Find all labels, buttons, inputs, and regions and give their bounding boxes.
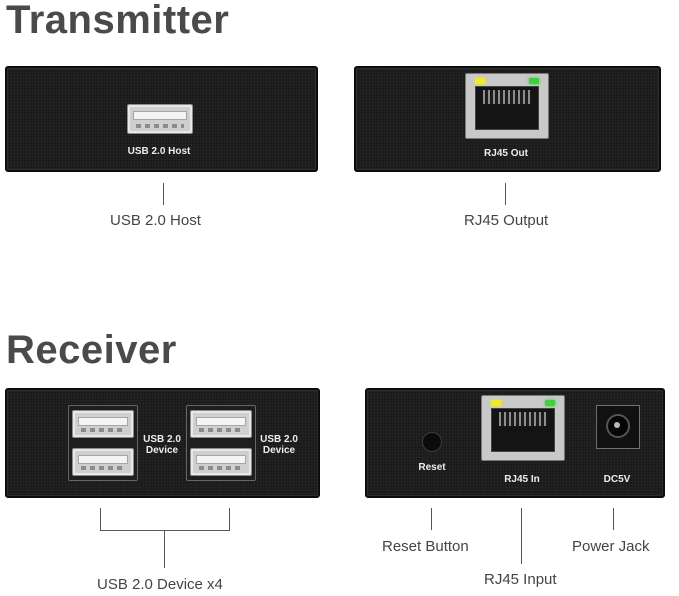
usb-device-bracket-left [100, 508, 101, 530]
usb-host-port[interactable] [127, 104, 193, 134]
usb-host-pointer-line [163, 183, 164, 205]
usb-device-label-left-line1: USB 2.0 [143, 434, 181, 445]
usb-device-bracket-stem [164, 530, 165, 568]
rj45-in-port[interactable] [481, 395, 565, 461]
receiver-usb-device-panel: USB 2.0 Device USB 2.0 Device [5, 388, 320, 498]
power-jack-caption: Power Jack [572, 538, 650, 555]
rj45-in-green-led [545, 400, 555, 406]
reset-button-caption: Reset Button [382, 538, 469, 555]
rj45-output-caption: RJ45 Output [464, 212, 549, 229]
reset-label: Reset [418, 462, 446, 473]
usb-device-caption: USB 2.0 Device x4 [97, 576, 223, 593]
receiver-rj45-panel: Reset RJ45 In DC5V [365, 388, 665, 498]
transmitter-rj45-panel: RJ45 Out [354, 66, 661, 172]
reset-pointer-line [431, 508, 432, 530]
rj45-output-pointer-line [505, 183, 506, 205]
dc5v-label: DC5V [603, 474, 631, 485]
dc-power-jack[interactable] [596, 405, 640, 449]
rj45-input-pointer-line [521, 508, 522, 564]
rj45-out-port[interactable] [465, 73, 549, 139]
usb-host-port-label: USB 2.0 Host [127, 146, 191, 157]
transmitter-heading: Transmitter [6, 0, 230, 42]
usb-device-label-right-line1: USB 2.0 [260, 434, 298, 445]
rj45-input-caption: RJ45 Input [484, 571, 557, 588]
usb-device-bracket-right [229, 508, 230, 530]
rj45-out-port-label: RJ45 Out [484, 148, 528, 159]
usb-device-stack-right [186, 405, 256, 481]
usb-device-label-left-line2: Device [145, 445, 179, 456]
usb-device-bracket-bar [100, 530, 230, 531]
rj45-out-green-led [529, 78, 539, 84]
usb-device-port-2[interactable] [72, 448, 134, 476]
rj45-in-label: RJ45 In [504, 474, 540, 485]
usb-device-port-4[interactable] [190, 448, 252, 476]
rj45-out-yellow-led [475, 78, 485, 84]
usb-device-port-1[interactable] [72, 410, 134, 438]
usb-host-caption: USB 2.0 Host [110, 212, 201, 229]
usb-device-stack-left [68, 405, 138, 481]
rj45-in-yellow-led [491, 400, 501, 406]
transmitter-usb-host-panel: USB 2.0 Host [5, 66, 318, 172]
receiver-heading: Receiver [6, 328, 177, 372]
usb-device-port-3[interactable] [190, 410, 252, 438]
power-jack-pointer-line [613, 508, 614, 530]
usb-device-label-right-line2: Device [262, 445, 296, 456]
reset-button[interactable] [422, 432, 442, 452]
